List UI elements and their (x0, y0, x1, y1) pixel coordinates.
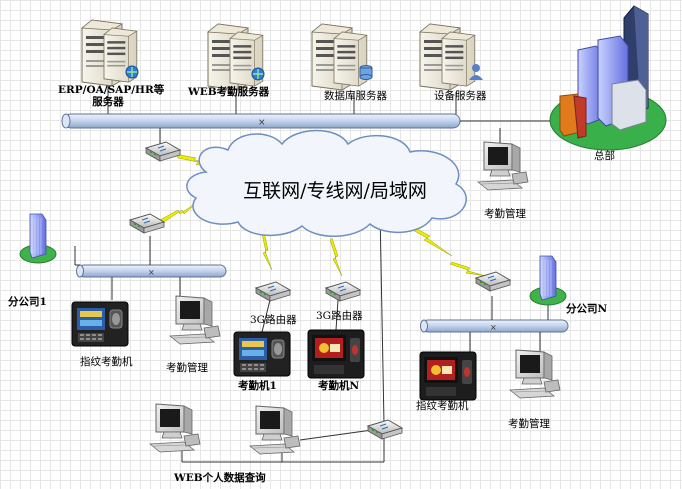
branchN-fingerprint-label: 指纹考勤机 (416, 400, 469, 412)
branch1-network-bus: × (76, 264, 227, 278)
router-icon (129, 213, 165, 234)
web-server-label: WEB考勤服务器 (188, 86, 270, 98)
web-query-label: WEB个人数据查询 (174, 472, 266, 484)
router2-label: 3G路由器 (316, 310, 363, 322)
top-network-bus: × (61, 113, 461, 129)
web-server-icon (207, 23, 265, 91)
branch1-building-icon (19, 213, 57, 264)
branch1-pc-label: 考勤管理 (166, 362, 208, 374)
fingerprint-terminal-icon (233, 331, 291, 377)
svg-text:×: × (490, 323, 497, 332)
router-icon (325, 281, 361, 302)
erp-server-icon (81, 19, 139, 87)
branchN-pc-icon (509, 349, 561, 399)
hq-pc-icon (477, 141, 529, 191)
router-icon (145, 141, 181, 162)
connection-lines (74, 86, 560, 463)
fingerprint-terminal-icon (71, 301, 129, 347)
branch1-label: 分公司1 (8, 296, 47, 308)
face-terminal-icon (307, 329, 365, 379)
svg-text:×: × (148, 268, 155, 277)
web-query-pc-icon (249, 405, 301, 455)
web-query-pc-icon (149, 403, 201, 453)
branch1-fingerprint-label: 指纹考勤机 (80, 356, 133, 368)
headquarters-building-icon (549, 5, 667, 151)
deviceN-label: 考勤机N (318, 380, 360, 392)
router-icon (367, 419, 403, 440)
internet-cloud (186, 129, 467, 237)
device-server-label: 设备服务器 (434, 90, 487, 102)
erp-server-label-line1: ERP/OA/SAP/HR等 (58, 84, 165, 96)
database-server-label: 数据库服务器 (324, 90, 387, 102)
device1-label: 考勤机1 (238, 380, 277, 392)
erp-server-label-line2: 服务器 (92, 96, 124, 109)
branchN-pc-label: 考勤管理 (508, 418, 550, 430)
svg-text:×: × (258, 118, 266, 128)
face-terminal-icon (419, 351, 477, 401)
hq-pc-label: 考勤管理 (484, 208, 526, 220)
cloud-label: 互联网/专线网/局域网 (243, 180, 427, 202)
router-icon (255, 281, 291, 302)
device-server-icon (419, 23, 483, 91)
database-server-icon (311, 23, 373, 91)
hq-label: 总部 (594, 150, 615, 162)
branchN-network-bus: × (420, 319, 569, 333)
erp-server-label: ERP/OA/SAP/HR等 服务器 (58, 84, 165, 109)
branch1-pc-icon (169, 295, 221, 345)
router1-label: 3G路由器 (250, 314, 297, 326)
branchN-building-icon (529, 255, 567, 306)
branchN-label: 分公司N (566, 303, 608, 315)
